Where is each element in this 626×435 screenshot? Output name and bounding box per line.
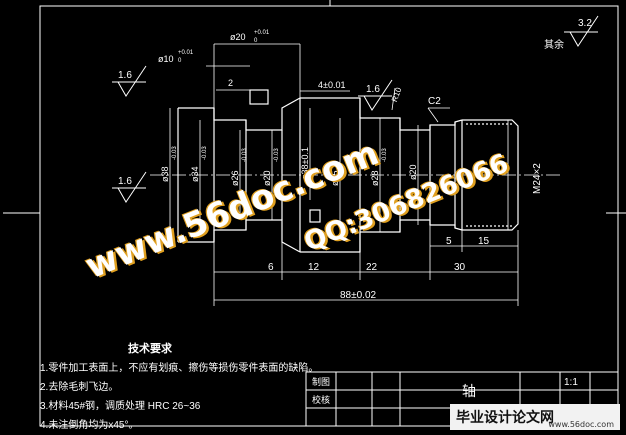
- roughness-corner: 3.2: [578, 18, 592, 29]
- note-3: 3.材料45#钢，调质处理 HRC 26~36: [40, 401, 201, 412]
- title-drawn: 制图: [312, 376, 330, 387]
- dim-len-5: 5: [446, 236, 452, 247]
- dim-len-12: 12: [308, 262, 320, 273]
- title-part-name: 轴: [462, 383, 476, 399]
- roughness-2: 1.6: [118, 176, 132, 187]
- roughness-3: 1.6: [366, 84, 380, 95]
- dim-d10-tol-up: +0.01: [178, 50, 194, 56]
- dim-d10: ø10: [158, 54, 174, 64]
- roughness-1: 1.6: [118, 70, 132, 81]
- site-logo: 毕业设计论文网 www.56doc.com: [450, 404, 620, 430]
- notes-title: 技术要求: [128, 343, 172, 355]
- title-scale: 1:1: [564, 377, 578, 388]
- dim-d25: ø25: [330, 170, 340, 186]
- dim-d20b: ø20: [262, 170, 272, 186]
- dimension-lines: [169, 43, 519, 306]
- dim-len-15: 15: [478, 236, 490, 247]
- title-checked: 校核: [312, 394, 330, 405]
- dim-d10-tol-lo: 0: [178, 58, 182, 64]
- dim-len-2: 2: [228, 78, 233, 88]
- dim-d34: ø34: [190, 166, 200, 182]
- dim-d26-tol: -0.03: [242, 148, 248, 162]
- dim-d20-tol-up: +0.01: [254, 30, 270, 36]
- logo-url: www.56doc.com: [548, 420, 614, 429]
- dim-total: 88±0.02: [340, 290, 377, 301]
- dim-len-4: 4±0.01: [318, 80, 345, 90]
- dim-d28-tol: -0.03: [382, 148, 388, 162]
- dim-thread: M24×2: [532, 163, 543, 194]
- dim-d28: ø28: [370, 170, 380, 186]
- dim-len-30: 30: [454, 262, 466, 273]
- dim-len-22: 22: [366, 262, 378, 273]
- note-4: 4.未注倒角均为x45°。: [40, 420, 139, 431]
- dim-d38b: ø38±0.1: [300, 147, 310, 180]
- note-1: 1.零件加工表面上，不应有划痕、擦伤等损伤零件表面的缺陷。: [40, 363, 319, 374]
- dim-d20c: ø20: [408, 164, 418, 180]
- logo-text: 毕业设计论文网: [456, 410, 554, 426]
- technical-requirements: 技术要求 1.零件加工表面上，不应有划痕、擦伤等损伤零件表面的缺陷。 2.去除毛…: [40, 340, 318, 435]
- dim-d26: ø26: [230, 170, 240, 186]
- dim-d20-tol-lo: 0: [254, 38, 258, 44]
- dim-d38-tol: -0.03: [172, 146, 178, 160]
- shaft-outline: [177, 89, 519, 253]
- dim-d20: ø20: [230, 32, 246, 42]
- dim-r10: R10: [390, 86, 404, 103]
- dim-d38: ø38: [160, 166, 170, 182]
- roughness-corner-text: 其余: [544, 38, 564, 51]
- dim-len-6: 6: [268, 262, 274, 273]
- dim-d20b-tol: -0.03: [274, 148, 280, 162]
- dim-d34-tol: -0.03: [202, 146, 208, 160]
- note-2: 2.去除毛刺飞边。: [40, 382, 119, 393]
- dim-chamfer: C2: [428, 96, 441, 107]
- roughness-symbols: [112, 15, 599, 203]
